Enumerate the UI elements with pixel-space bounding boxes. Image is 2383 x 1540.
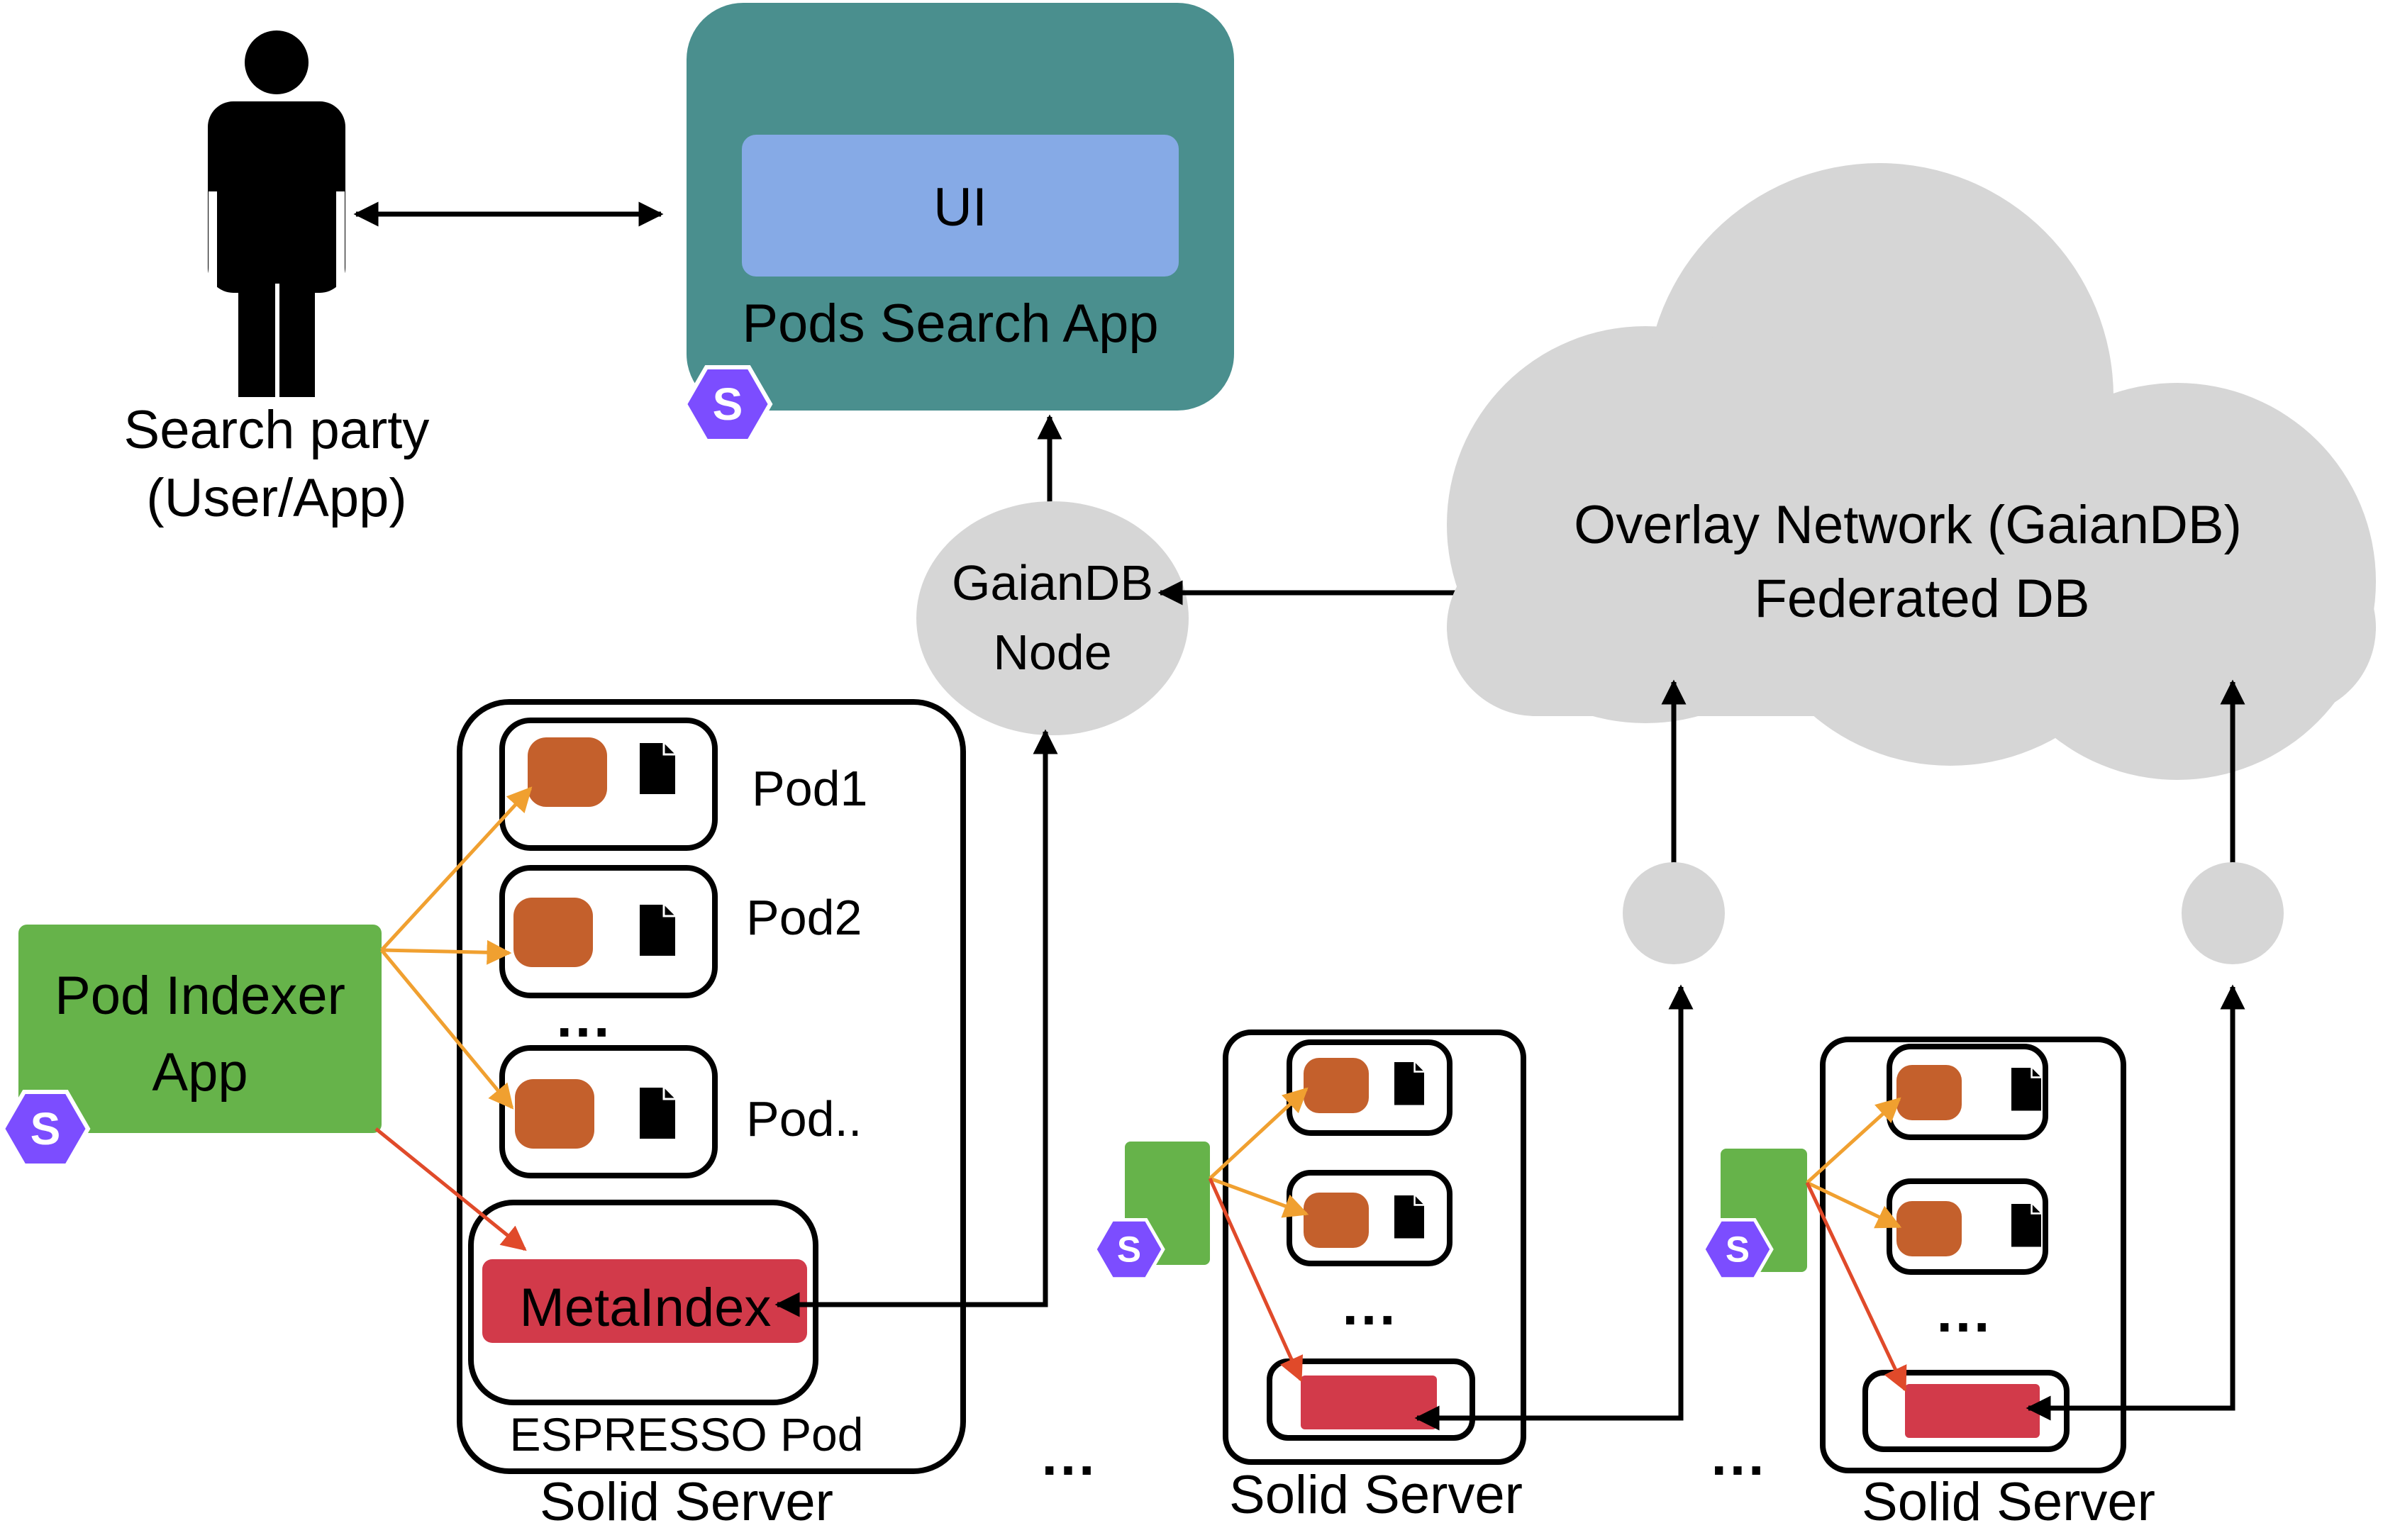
pods-ellipsis: ... [1343,1273,1399,1337]
espresso-server-label: Solid Server [540,1472,833,1532]
indexer-metaindex-arrow [1208,1177,1304,1383]
metaindex-box [1905,1384,2040,1438]
user-figure-icon [208,30,345,397]
document-icon [1393,1061,1426,1106]
pod-data-icon [515,1079,594,1149]
indexer-metaindex-arrow [1805,1181,1907,1393]
user-label-line1: Search party [124,400,430,460]
between-servers-dots-2: ... [1711,1424,1767,1487]
metaindex-label: MetaIndex [520,1278,772,1338]
metaindex-node-arrow [774,729,1058,1317]
pod-data-icon [1896,1065,1962,1120]
pod-row [1887,1044,2048,1140]
espresso-pod-label: ESPRESSO Pod [510,1408,864,1461]
ui-label: UI [933,177,987,238]
document-icon [1393,1194,1426,1239]
document-icon [2010,1066,2043,1112]
indexer-pod-arrows [1806,1097,1902,1229]
document-icon [638,1086,677,1140]
pod-row [1887,1178,2048,1275]
pod-row: Pod1 [499,718,867,851]
pod-row: Pod2 [499,865,862,998]
gaiandb-node-line2: Node [993,625,1111,680]
pod-data-icon [528,737,607,807]
svg-text:S: S [30,1103,61,1154]
espresso-pod-metaindex-container: MetaIndex [468,1200,818,1405]
pod-label: Pod.. [746,1091,862,1146]
pod-row: Pod.. [499,1045,862,1178]
pods-ellipsis: ... [1937,1280,1993,1344]
search-app-title: Pods Search App [742,294,1158,354]
pod-data-icon [513,898,593,967]
metaindex-box [1301,1376,1437,1429]
gaiandb-node-small-2 [1623,862,1725,964]
solid-server-2-label: Solid Server [1229,1465,1523,1525]
overlay-line2: Federated DB [1754,569,2089,629]
gaiandb-node-small-3 [2182,862,2284,964]
indexer-pod-arrows [1209,1087,1309,1218]
indexer-pod-arrows [380,786,533,1110]
pod-indexer-app-box [18,925,382,1133]
between-servers-dots-1: ... [1042,1424,1098,1487]
overlay-network-cloud [1447,163,2376,780]
solid-logo-icon: S [3,1092,88,1166]
solid-logo-icon: S [685,367,770,441]
gaiandb-node [916,501,1189,735]
indexer-line1: Pod Indexer [55,966,345,1026]
solid-logo-icon: S [1095,1220,1163,1278]
user-label-line2: (User/App) [146,468,406,528]
document-icon [638,742,677,796]
svg-text:S: S [713,379,743,430]
indexer-metaindex-arrow [374,1127,527,1251]
svg-text:S: S [1117,1229,1141,1270]
metaindex-box [482,1259,807,1343]
svg-text:S: S [1726,1229,1750,1270]
pod-data-icon [1304,1193,1369,1248]
metaindex-node-arrow [1414,984,1694,1431]
document-icon [2010,1203,2043,1248]
pod-label: Pod2 [746,890,862,945]
pods-ellipsis: ... [557,986,613,1049]
pod-data-icon [1304,1058,1369,1113]
solid-logo-icon: S [1704,1220,1772,1278]
ui-box [742,135,1179,277]
document-icon [638,903,677,957]
pod-row [1287,1039,1452,1136]
indexer-line2: App [152,1042,248,1103]
pod-label: Pod1 [752,761,867,816]
overlay-line1: Overlay Network (GaianDB) [1574,495,2242,555]
pod-row [1287,1170,1452,1266]
gaiandb-node-line1: GaianDB [952,555,1153,610]
metaindex-node-arrow [2026,984,2245,1421]
solid-server-3-label: Solid Server [1862,1472,2155,1532]
pod-data-icon [1896,1201,1962,1256]
